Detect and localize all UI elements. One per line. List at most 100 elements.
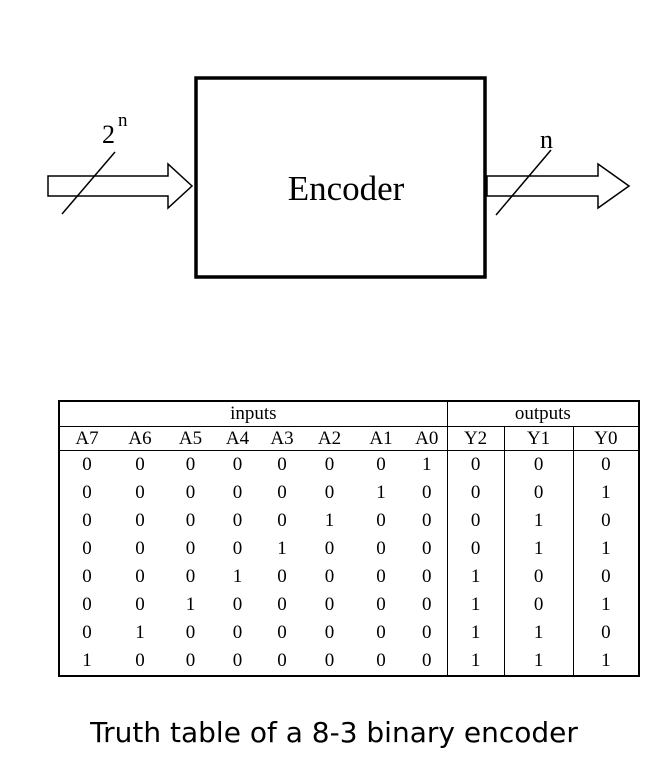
table-cell-a6: 0 (135, 565, 145, 587)
table-cell-y0: 1 (573, 590, 641, 619)
table-cell-a0: 0 (422, 537, 432, 559)
table-cell-a7: 0 (58, 590, 114, 619)
table-cell-a3: 0 (277, 593, 287, 615)
table-cell-y2: 1 (446, 562, 505, 591)
table-cell-a5: 0 (185, 454, 196, 475)
outputs-group-header: outputs (446, 400, 641, 427)
table-cell-a0: 0 (422, 509, 432, 531)
table-cell-a1: 0 (376, 537, 386, 559)
table-cell-a7: 0 (58, 479, 114, 507)
table-cell-a6: 0 (135, 509, 145, 531)
table-cell-y2: 0 (446, 534, 505, 563)
table-cell-y2: 1 (446, 618, 505, 647)
column-header-y2: Y2 (446, 426, 505, 451)
table-cell-y2: 0 (446, 479, 505, 507)
table-cell-a6: 0 (135, 482, 145, 503)
table-cell-y2: 1 (446, 646, 505, 678)
table-cell-a5: 0 (185, 565, 196, 587)
table-cell-a5: 0 (185, 509, 196, 531)
output-bus-slash (495, 149, 552, 216)
table-cell-a5: 0 (166, 646, 215, 678)
column-header-a1: A1 (355, 426, 407, 451)
column-header-a2: A2 (304, 426, 355, 451)
table-cell-a3: 1 (277, 537, 287, 559)
table-cell-y0: 0 (573, 450, 641, 480)
table-cell-y1: 1 (503, 646, 574, 678)
table-cell-y2: 1 (446, 590, 505, 619)
table-cell-a2: 0 (304, 646, 355, 678)
encoder-block-diagram: 2 n Encoder n (47, 76, 631, 279)
table-cell-a6: 0 (135, 454, 145, 475)
table-cell-a3: 0 (277, 454, 287, 475)
input-width-label: 2 (102, 120, 115, 149)
table-cell-a4: 0 (232, 482, 243, 503)
table-cell-y0: 0 (573, 507, 641, 535)
input-bus-slash (61, 151, 116, 215)
table-cell-y2: 0 (446, 507, 505, 535)
column-header-a5: A5 (166, 426, 215, 451)
table-cell-a5: 0 (185, 482, 196, 503)
table-cell-y1: 1 (503, 618, 574, 647)
table-cell-a7: 0 (58, 534, 114, 563)
table-cell-a7: 0 (58, 618, 114, 647)
table-cell-y0: 0 (573, 618, 641, 647)
table-cell-a5: 0 (185, 537, 196, 559)
table-cell-a2: 1 (324, 509, 335, 531)
table-cell-a6: 0 (135, 593, 145, 615)
table-cell-a0: 0 (422, 621, 432, 643)
table-cell-a3: 0 (277, 509, 287, 531)
table-cell-a1: 0 (376, 454, 386, 475)
table-cell-a2: 0 (324, 537, 335, 559)
table-cell-y1: 0 (503, 590, 574, 619)
table-cell-a1: 0 (355, 646, 407, 678)
table-cell-a3: 0 (260, 646, 304, 678)
input-bus-arrow (47, 162, 194, 210)
table-cell-a0: 0 (422, 593, 432, 615)
table-cell-a4: 1 (232, 565, 243, 587)
table-cell-y0: 1 (573, 646, 641, 678)
column-header-a3: A3 (260, 426, 304, 451)
figure-caption: Truth table of a 8-3 binary encoder (90, 716, 578, 749)
column-header-y1: Y1 (503, 426, 574, 451)
table-cell-a4: 0 (232, 593, 243, 615)
table-cell-a2: 0 (324, 621, 335, 643)
table-cell-a0: 0 (407, 646, 448, 678)
table-cell-a6: 0 (114, 646, 166, 678)
table-cell-a2: 0 (324, 454, 335, 475)
column-header-a4: A4 (215, 426, 260, 451)
table-cell-a4: 0 (232, 509, 243, 531)
table-cell-a2: 0 (324, 482, 335, 503)
table-cell-a3: 0 (277, 482, 287, 503)
encoder-label: Encoder (288, 169, 405, 208)
table-cell-a0: 1 (422, 454, 432, 475)
encoder-block (194, 76, 487, 279)
table-cell-a4: 0 (232, 537, 243, 559)
table-cell-a4: 0 (232, 621, 243, 643)
table-cell-a0: 0 (422, 482, 432, 503)
table-cell-a1: 1 (376, 482, 386, 503)
table-cell-a1: 0 (376, 621, 386, 643)
table-cell-y1: 0 (503, 479, 574, 507)
table-cell-a4: 0 (215, 646, 260, 678)
table-cell-a3: 0 (277, 621, 287, 643)
output-width-label: n (540, 125, 553, 154)
table-cell-a6: 1 (135, 621, 145, 643)
table-cell-y1: 0 (503, 562, 574, 591)
output-bus-arrow (486, 162, 631, 210)
table-cell-a5: 1 (185, 593, 196, 615)
table-cell-y0: 1 (573, 479, 641, 507)
table-cell-y1: 1 (503, 534, 574, 563)
column-header-a0: A0 (407, 426, 448, 451)
table-cell-a1: 0 (376, 509, 386, 531)
input-width-exponent: n (118, 110, 128, 131)
table-cell-y2: 0 (446, 450, 505, 480)
table-cell-a2: 0 (324, 565, 335, 587)
